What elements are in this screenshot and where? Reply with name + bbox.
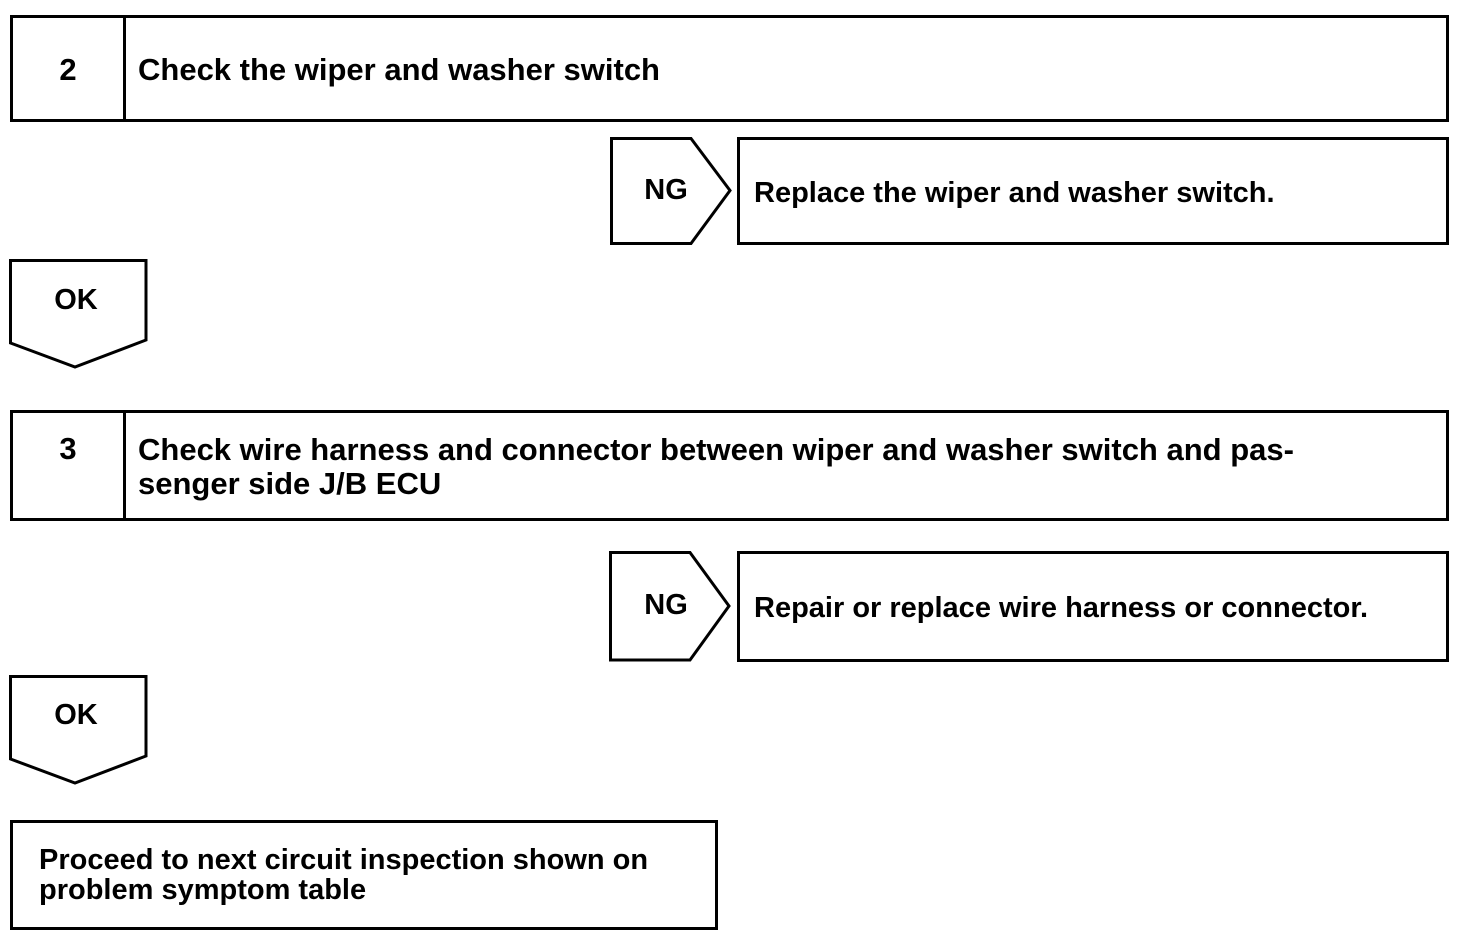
step-2-ng-arrow [610, 137, 732, 245]
step-2-ng-action: Replace the wiper and washer switch. [754, 177, 1275, 209]
step-3-ng-label: NG [644, 589, 688, 621]
final-action-text: Proceed to next circuit inspection shown… [39, 845, 648, 905]
step-3-ng-result-box: Repair or replace wire harness or connec… [737, 551, 1449, 662]
step-2-box: 2 Check the wiper and washer switch [10, 15, 1449, 122]
step-2-ng-result-box: Replace the wiper and washer switch. [737, 137, 1449, 245]
step-3-title-line-2: senger side J/B ECU [138, 466, 442, 501]
step-2-title: Check the wiper and washer switch [138, 52, 660, 87]
final-action-line-2: problem symptom table [39, 874, 367, 906]
final-action-line-1: Proceed to next circuit inspection shown… [39, 844, 649, 876]
final-action-box: Proceed to next circuit inspection shown… [10, 820, 718, 930]
step-2-ng-label: NG [644, 174, 688, 206]
step-3-ng-arrow [609, 551, 731, 662]
step-3-title: Check wire harness and connector between… [126, 413, 1446, 518]
step-2-ok-arrow [9, 259, 148, 369]
step-3-ok-label: OK [54, 699, 98, 731]
step-3-ng-action: Repair or replace wire harness or connec… [754, 592, 1369, 624]
step-3-number: 3 [13, 413, 126, 518]
step-3-title-line-1: Check wire harness and connector between… [138, 432, 1294, 467]
step-2-number: 2 [13, 18, 126, 119]
step-2-ok-label: OK [54, 284, 98, 316]
step-3-box: 3 Check wire harness and connector betwe… [10, 410, 1449, 521]
step-3-ok-arrow [9, 675, 148, 785]
